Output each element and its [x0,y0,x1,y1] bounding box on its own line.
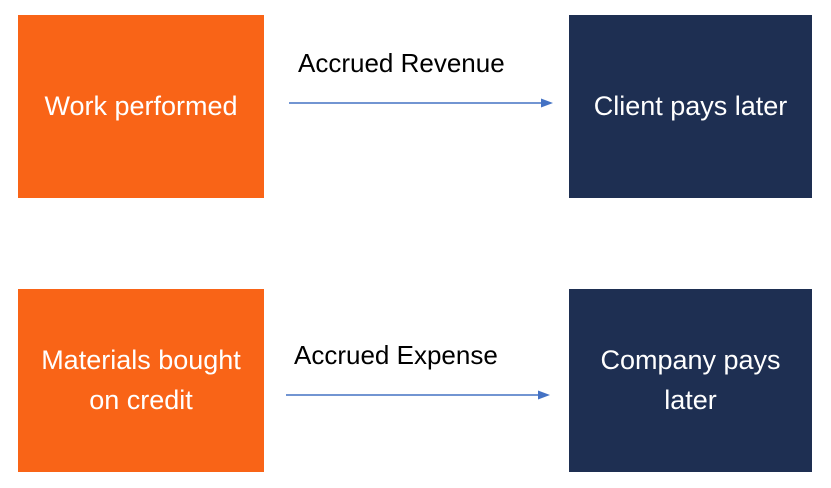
company-pays-later-box: Company pays later [569,289,812,472]
arrow-right-icon [286,390,550,400]
accrued-revenue-label: Accrued Revenue [298,48,505,78]
arrow-expense [286,389,550,401]
client-pays-later-label: Client pays later [593,90,788,121]
work-performed-label: Work performed [44,90,238,121]
materials-bought-box: Materials bought on credit [18,289,264,472]
arrow-revenue [289,97,553,109]
accrued-expense-label: Accrued Expense [294,340,498,370]
work-performed-box: Work performed [18,15,264,198]
materials-bought-label: Materials bought on credit [41,345,241,415]
arrow-right-icon [289,98,553,108]
company-pays-later-label: Company pays later [600,345,781,415]
client-pays-later-box: Client pays later [569,15,812,198]
